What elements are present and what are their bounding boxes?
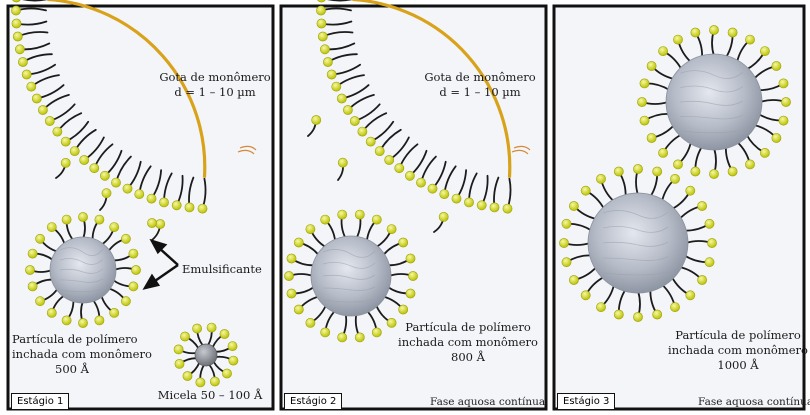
particle-size-line: 1000 Å	[668, 358, 808, 373]
micelle-core	[195, 344, 217, 366]
stage-label-1: Estágio 1	[11, 393, 69, 410]
micelle-label: Micela 50 – 100 Å	[150, 388, 270, 403]
phase-label-3: Fase aquosa contínua	[698, 396, 810, 408]
droplet-label-1: Gota de monômero d = 1 – 10 µm	[155, 70, 275, 100]
particle-label-line: inchada com monômero	[12, 347, 132, 362]
particle-size-line: 800 Å	[398, 350, 538, 365]
particle-size-line: 500 Å	[12, 362, 132, 377]
particle-label-line: inchada com monômero	[398, 335, 538, 350]
particle-label-line: Partícula de polímero	[398, 320, 538, 335]
droplet-label-line: Gota de monômero	[415, 70, 545, 85]
droplet-label-2: Gota de monômero d = 1 – 10 µm	[415, 70, 545, 100]
droplet-label-line: Gota de monômero	[155, 70, 275, 85]
phase-label-2: Fase aquosa contínua	[430, 396, 545, 408]
surfactant-molecule	[12, 0, 47, 2]
emulsifier-label: Emulsificante	[182, 262, 262, 277]
particle-label-1: Partícula de polímero inchada com monôme…	[12, 332, 132, 377]
particle-label-3: Partícula de polímero inchada com monôme…	[668, 328, 808, 373]
stage-label-3: Estágio 3	[557, 393, 615, 410]
particle-label-line: inchada com monômero	[668, 343, 808, 358]
droplet-size-line: d = 1 – 10 µm	[415, 85, 545, 100]
stage-label-2: Estágio 2	[284, 393, 342, 410]
droplet-size-line: d = 1 – 10 µm	[155, 85, 275, 100]
particle-label-line: Partícula de polímero	[12, 332, 132, 347]
surfactant-molecule	[317, 0, 352, 2]
particle-label-2: Partícula de polímero inchada com monôme…	[398, 320, 538, 365]
particle-label-line: Partícula de polímero	[668, 328, 808, 343]
